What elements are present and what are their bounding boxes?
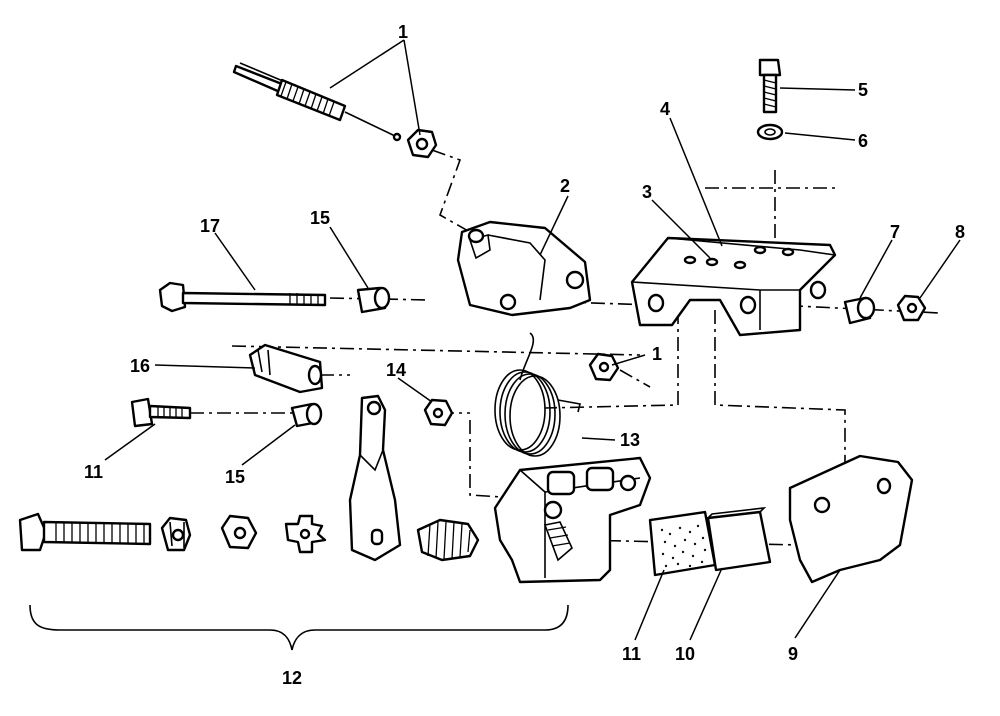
- assembly-brace: [29, 604, 569, 651]
- callout-7: 7: [890, 222, 900, 242]
- bushing-top: [356, 286, 391, 314]
- callout-11-bottom: 11: [622, 644, 641, 664]
- star-washer: [284, 514, 327, 554]
- torsion-spring: [494, 332, 581, 457]
- friction-pad: [648, 510, 717, 577]
- adjuster-assembly: [18, 512, 569, 651]
- link-plate: [456, 220, 592, 317]
- adjuster-lever: [348, 394, 402, 562]
- callout-2: 2: [560, 176, 570, 196]
- backing-plate: [706, 506, 772, 572]
- caliper-housing: [493, 456, 652, 584]
- callout-16: 16: [130, 356, 150, 376]
- hex-nut-lever: [423, 398, 454, 427]
- callout-1-top: 1: [398, 22, 408, 42]
- callout-3: 3: [642, 182, 652, 202]
- worm-gear: [416, 518, 480, 562]
- hex-nut-right: [896, 294, 927, 322]
- top-bolt: [758, 58, 782, 114]
- callout-labels: 1 1 2 3 4 5 6 7 8 9 10 11 11 12 13 14 15…: [84, 22, 965, 688]
- spacer-right: [843, 296, 876, 325]
- long-bolt: [158, 281, 327, 313]
- leader-lines: [104, 39, 961, 641]
- mounting-bracket: [630, 236, 837, 337]
- callout-15-top: 15: [310, 208, 330, 228]
- callout-5: 5: [858, 80, 868, 100]
- callout-17: 17: [200, 216, 220, 236]
- cable-spring: [275, 78, 347, 122]
- callout-14: 14: [386, 360, 406, 380]
- throttle-cable-assembly: [232, 62, 402, 142]
- hex-nut-top: [406, 128, 438, 159]
- lock-washer: [756, 123, 784, 141]
- small-screw: [130, 397, 192, 428]
- callout-13: 13: [620, 430, 640, 450]
- callout-6: 6: [858, 131, 868, 151]
- outer-plate: [788, 454, 914, 584]
- bushing-low: [290, 402, 323, 428]
- cable-clip: [248, 343, 324, 394]
- hex-nut-middle: [588, 352, 620, 382]
- castle-nut: [160, 516, 192, 552]
- adjuster-screw: [18, 512, 152, 552]
- callout-8: 8: [955, 222, 965, 242]
- callout-4: 4: [660, 99, 670, 119]
- callout-10: 10: [675, 644, 695, 664]
- callout-1-middle: 1: [652, 344, 662, 364]
- callout-9: 9: [788, 644, 798, 664]
- pad-texture: [660, 524, 707, 568]
- callout-11-left: 11: [84, 462, 103, 482]
- callout-12: 12: [282, 668, 302, 688]
- callout-15-low: 15: [225, 467, 245, 487]
- adjuster-hex-nut: [220, 514, 258, 550]
